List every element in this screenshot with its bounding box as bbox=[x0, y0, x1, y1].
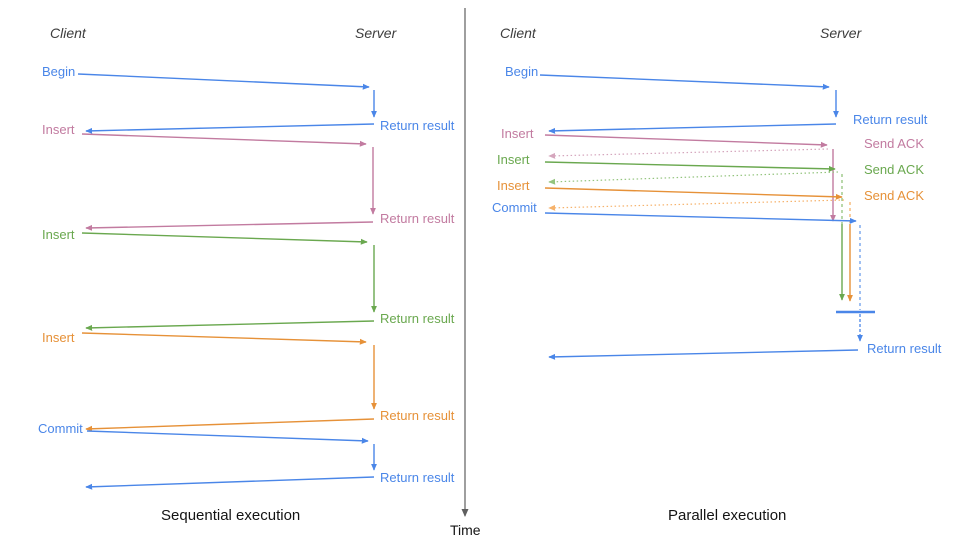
seq-server-header: Server bbox=[355, 25, 397, 41]
seq-insert2-return-arrow bbox=[85, 320, 375, 331]
seq-insert2-request-arrow bbox=[81, 232, 368, 245]
seq-begin-request-arrow bbox=[77, 73, 370, 90]
par-insert1-ack-label: Send ACK bbox=[864, 136, 924, 151]
seq-insert1-return-label: Return result bbox=[380, 211, 455, 226]
par-server-header: Server bbox=[820, 25, 862, 41]
seq-client-header: Client bbox=[50, 25, 86, 41]
par-insert3-ack-label: Send ACK bbox=[864, 188, 924, 203]
par-insert1-ack-arrow bbox=[548, 148, 829, 159]
par-insert3-ack-arrow bbox=[548, 199, 845, 211]
seq-insert3-request-arrow bbox=[81, 332, 367, 345]
time-axis-label: Time bbox=[450, 522, 481, 538]
par-commit-return-arrow bbox=[548, 349, 859, 360]
par-insert2-label: Insert bbox=[497, 152, 530, 167]
seq-insert3-return-label: Return result bbox=[380, 408, 455, 423]
par-insert3-request-arrow bbox=[544, 187, 843, 200]
par-begin-return-label: Return result bbox=[853, 112, 928, 127]
seq-commit-return-arrow bbox=[85, 476, 375, 490]
par-client-header: Client bbox=[500, 25, 536, 41]
par-insert1-request-arrow bbox=[544, 134, 828, 148]
par-begin-request-arrow bbox=[539, 74, 830, 90]
par-commit-label: Commit bbox=[492, 200, 537, 215]
par-insert1-label: Insert bbox=[501, 126, 534, 141]
par-begin-label: Begin bbox=[505, 64, 539, 79]
seq-insert2-label: Insert bbox=[42, 227, 75, 242]
parallel-lines bbox=[539, 74, 875, 360]
par-insert2-request-arrow bbox=[544, 161, 836, 172]
sequential-lines bbox=[77, 73, 377, 490]
seq-insert2-return-label: Return result bbox=[380, 311, 455, 326]
seq-commit-request-arrow bbox=[86, 430, 369, 444]
seq-insert1-label: Insert bbox=[42, 122, 75, 137]
seq-begin-return-arrow bbox=[85, 123, 375, 134]
seq-insert1-request-arrow bbox=[81, 133, 367, 147]
seq-insert1-return-arrow bbox=[85, 221, 374, 231]
par-insert2-ack-label: Send ACK bbox=[864, 162, 924, 177]
par-begin-return-arrow bbox=[548, 123, 837, 134]
seq-commit-label: Commit bbox=[38, 421, 83, 436]
seq-begin-return-label: Return result bbox=[380, 118, 455, 133]
sequential-title: Sequential execution bbox=[161, 507, 301, 524]
seq-begin-label: Begin bbox=[42, 64, 76, 79]
parallel-title: Parallel execution bbox=[668, 507, 787, 524]
seq-insert3-label: Insert bbox=[42, 330, 75, 345]
par-insert2-ack-arrow bbox=[548, 171, 839, 185]
par-commit-request-arrow bbox=[544, 212, 857, 224]
seq-commit-return-label: Return result bbox=[380, 470, 455, 485]
seq-insert3-return-arrow bbox=[85, 418, 375, 432]
par-insert3-label: Insert bbox=[497, 178, 530, 193]
par-commit-return-label: Return result bbox=[867, 341, 942, 356]
